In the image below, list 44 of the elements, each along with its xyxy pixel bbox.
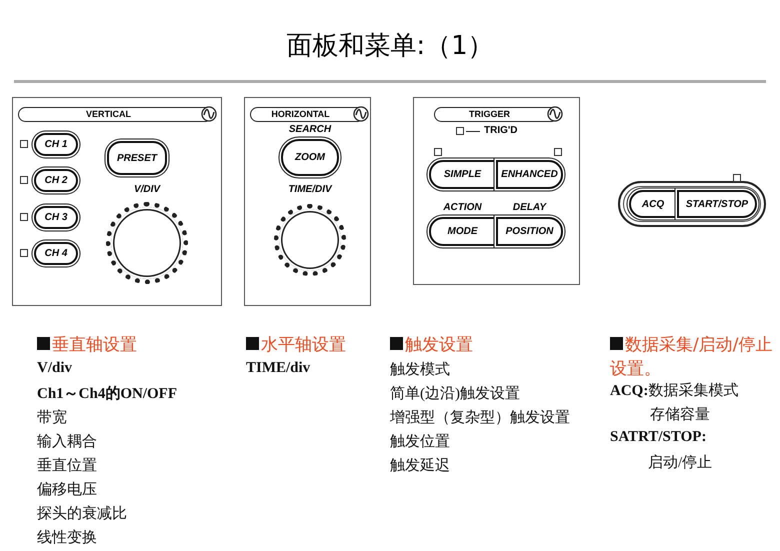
menu-item: 偏移电压 [37, 480, 97, 499]
button-caption: SEARCH [288, 124, 332, 135]
push-button: SIMPLE [429, 160, 496, 189]
push-button: POSITION [496, 217, 563, 246]
menu-item: 输入耦合 [37, 432, 97, 451]
control-panel [12, 97, 222, 306]
menu-item: 线性变换 [37, 528, 97, 547]
knob-label: V/DIV [132, 184, 162, 195]
control-panel [244, 97, 371, 306]
menu-item: 探头的衰减比 [37, 504, 127, 523]
menu-item: 启动/停止 [648, 453, 712, 472]
menu-item: TIME/div [246, 360, 310, 377]
menu-item: 触发延迟 [390, 456, 450, 475]
push-button: START/STOP [677, 190, 757, 218]
menu-item: V/div [37, 360, 72, 377]
section-heading: 水平轴设置 [246, 333, 346, 356]
menu-item: ACQ:数据采集模式 [610, 382, 738, 400]
knob-label: TIME/DIV [287, 184, 334, 195]
control-panel [413, 97, 580, 285]
channel-button: CH 1 [34, 133, 78, 156]
menu-item: 存储容量 [650, 405, 710, 424]
section-heading: 垂直轴设置 [37, 333, 137, 356]
menu-item: 垂直位置 [37, 456, 97, 475]
push-button: ENHANCED [496, 160, 563, 189]
menu-item: 增强型（复杂型）触发设置 [390, 408, 570, 427]
channel-button: CH 4 [34, 242, 78, 265]
push-button: MODE [429, 217, 496, 246]
diagram-title: 面板和菜单:（1） [285, 30, 495, 63]
indicator-label: TRIG'D [484, 125, 518, 136]
menu-item: 带宽 [37, 408, 67, 427]
menu-item: Ch1～Ch4的ON/OFF [37, 384, 178, 403]
menu-item: 触发模式 [390, 360, 450, 379]
channel-button: CH 2 [34, 169, 78, 192]
channel-button: CH 3 [34, 206, 78, 229]
menu-item: SATRT/STOP: [610, 429, 706, 446]
menu-item: 触发位置 [390, 432, 450, 451]
section-heading: 触发设置 [390, 333, 473, 356]
push-button: ZOOM [281, 139, 339, 176]
button-caption: DELAY [512, 202, 548, 213]
menu-item: 简单(边沿)触发设置 [390, 384, 520, 403]
push-button: ACQ [629, 190, 677, 218]
button-caption: ACTION [442, 202, 483, 213]
section-heading: 数据采集/启动/停止设置。 [610, 334, 774, 381]
push-button: PRESET [107, 141, 167, 175]
